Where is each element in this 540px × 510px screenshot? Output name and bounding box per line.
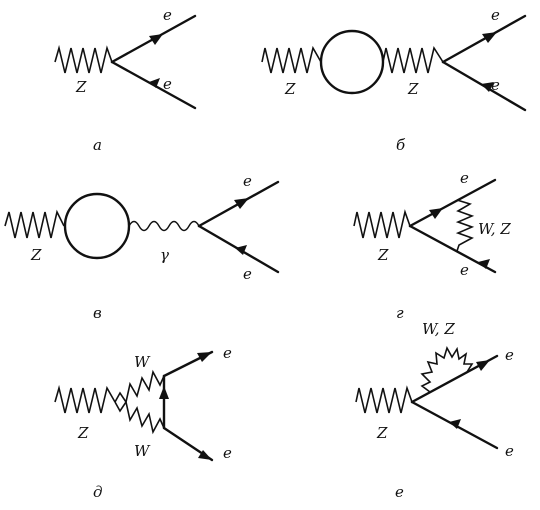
z-boson-line (54, 384, 116, 414)
loop-circle (63, 192, 131, 260)
arrow-bottom-icon (198, 450, 212, 460)
label-gamma: γ (160, 246, 169, 264)
label-z: Z (30, 246, 42, 264)
arrow-middle-icon (159, 386, 169, 399)
z-boson-line (355, 385, 413, 414)
z-boson-line-right (382, 45, 444, 74)
arrow-top-icon (482, 32, 497, 43)
label-e-top: e (491, 6, 500, 24)
electron-line-top (441, 14, 527, 64)
caption-g: г (396, 304, 404, 322)
label-e-top: e (243, 172, 252, 190)
w-boson-line-top (114, 369, 165, 405)
label-e-top: e (505, 346, 514, 364)
label-z: Z (377, 246, 389, 264)
z-boson-line (4, 209, 65, 239)
caption-a: а (93, 136, 102, 154)
label-e-top: e (223, 344, 232, 362)
z-boson-line-left (261, 45, 322, 74)
label-e-top: e (460, 169, 469, 187)
diagram-b: Z Z e e б (261, 6, 527, 154)
diagram-v: Z γ e e в (4, 172, 280, 322)
arrow-bottom-icon (478, 259, 490, 269)
label-e-bottom: e (491, 76, 500, 94)
label-z: Z (77, 424, 89, 442)
loop-circle (319, 29, 385, 95)
arrow-bottom-icon (149, 78, 160, 88)
label-z: Z (75, 78, 87, 96)
label-e-bottom: e (505, 442, 514, 460)
label-e-bottom: e (460, 261, 469, 279)
arrow-bottom-icon (449, 419, 461, 429)
arrow-top-icon (149, 34, 163, 45)
loop-boson-line (420, 345, 474, 393)
z-boson-line (54, 44, 113, 74)
label-z-left: Z (284, 80, 296, 98)
label-e-bottom: e (223, 444, 232, 462)
label-e-bottom: e (163, 75, 172, 93)
arrow-top-icon (234, 198, 249, 209)
arrow-bottom-icon (235, 245, 247, 255)
z-boson-line (353, 209, 411, 239)
electron-line-top (408, 178, 497, 228)
diagram-e: Z W, Z e e е (355, 320, 514, 501)
arrow-top-icon (429, 208, 443, 219)
caption-b: б (396, 136, 406, 154)
photon-line (128, 220, 200, 232)
label-z-right: Z (407, 80, 419, 98)
label-w-bottom: W (134, 442, 151, 460)
caption-e: е (395, 483, 404, 501)
label-exchange: W, Z (478, 220, 511, 238)
label-e-bottom: e (243, 265, 252, 283)
diagram-g: Z W, Z e e г (353, 169, 511, 322)
label-z: Z (376, 424, 388, 442)
arrow-top-icon (476, 360, 490, 371)
arrow-top-icon (197, 352, 212, 362)
label-w-top: W (134, 353, 151, 371)
diagram-d: Z W W e e д (54, 344, 232, 501)
arrow-bottom-icon (481, 82, 494, 92)
label-loop: W, Z (422, 320, 455, 338)
w-boson-line-bottom (114, 399, 165, 435)
caption-d: д (93, 483, 103, 501)
caption-v: в (93, 304, 102, 322)
label-e-top: e (163, 6, 172, 24)
diagram-a: Z e e а (54, 6, 197, 154)
exchange-boson-line (455, 199, 475, 252)
